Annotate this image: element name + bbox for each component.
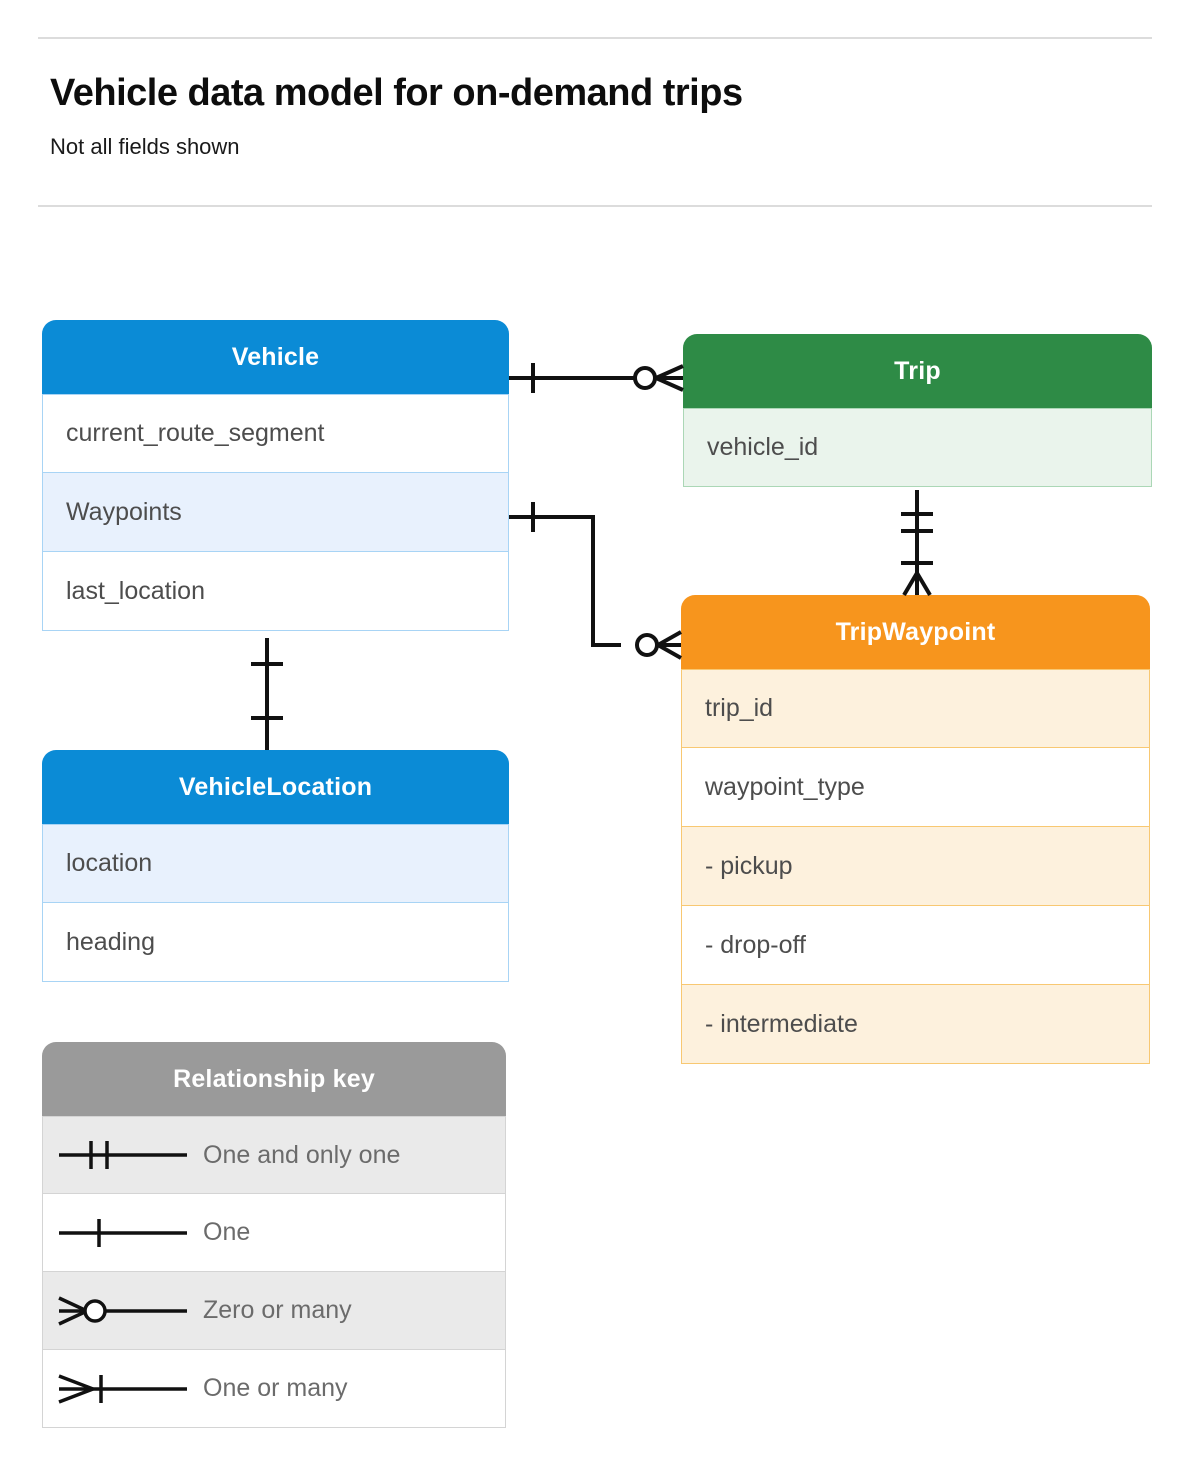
page-subtitle: Not all fields shown [50,134,240,159]
entity-trip-field-vehicle-id[interactable]: vehicle_id [683,408,1152,487]
legend-item-one-or-many: One or many [42,1350,506,1428]
entity-tripwaypoint[interactable]: TripWaypoint trip_id waypoint_type - pic… [681,595,1150,1064]
zero-or-many-icon [43,1291,203,1331]
legend-label-one-or-many: One or many [203,1374,348,1402]
connector-trip-tripwaypoint [901,490,933,597]
entity-tripwaypoint-value-pickup[interactable]: - pickup [681,827,1150,906]
page-title: Vehicle data model for on-demand trips [50,72,743,114]
legend-label-one-and-only-one: One and only one [203,1140,401,1169]
legend-item-one: One [42,1194,506,1272]
relationship-key-title: Relationship key [42,1042,506,1116]
entity-trip[interactable]: Trip vehicle_id [683,334,1152,487]
entity-vehicle-field-current-route-segment[interactable]: current_route_segment [42,394,509,473]
entity-tripwaypoint-value-intermediate[interactable]: - intermediate [681,985,1150,1064]
entity-vehicle-field-last-location[interactable]: last_location [42,552,509,631]
legend-label-zero-or-many: Zero or many [203,1296,352,1324]
one-and-only-one-icon [43,1135,203,1175]
entity-vehiclelocation-field-heading[interactable]: heading [42,903,509,982]
entity-vehicle[interactable]: Vehicle current_route_segment Waypoints … [42,320,509,631]
entity-vehicle-field-waypoints[interactable]: Waypoints [42,473,509,552]
one-icon [43,1213,203,1253]
entity-tripwaypoint-field-trip-id[interactable]: trip_id [681,669,1150,748]
entity-tripwaypoint-title: TripWaypoint [681,595,1150,669]
connector-vehicle-trip [509,363,684,393]
entity-vehiclelocation[interactable]: VehicleLocation location heading [42,750,509,982]
relationship-key-legend: Relationship key One and only one One [42,1042,506,1428]
entity-vehiclelocation-field-location[interactable]: location [42,824,509,903]
legend-item-zero-or-many: Zero or many [42,1272,506,1350]
connector-waypoints-tripwaypoint [509,502,682,660]
header-divider-top [38,37,1152,39]
legend-item-one-and-only-one: One and only one [42,1116,506,1194]
one-or-many-icon [43,1369,203,1409]
entity-vehicle-title: Vehicle [42,320,509,394]
entity-vehiclelocation-title: VehicleLocation [42,750,509,824]
entity-trip-title: Trip [683,334,1152,408]
connector-vehicle-vehiclelocation [251,638,283,750]
legend-label-one: One [203,1218,251,1246]
header-divider-bottom [38,205,1152,207]
entity-tripwaypoint-value-drop-off[interactable]: - drop-off [681,906,1150,985]
entity-tripwaypoint-field-waypoint-type[interactable]: waypoint_type [681,748,1150,827]
